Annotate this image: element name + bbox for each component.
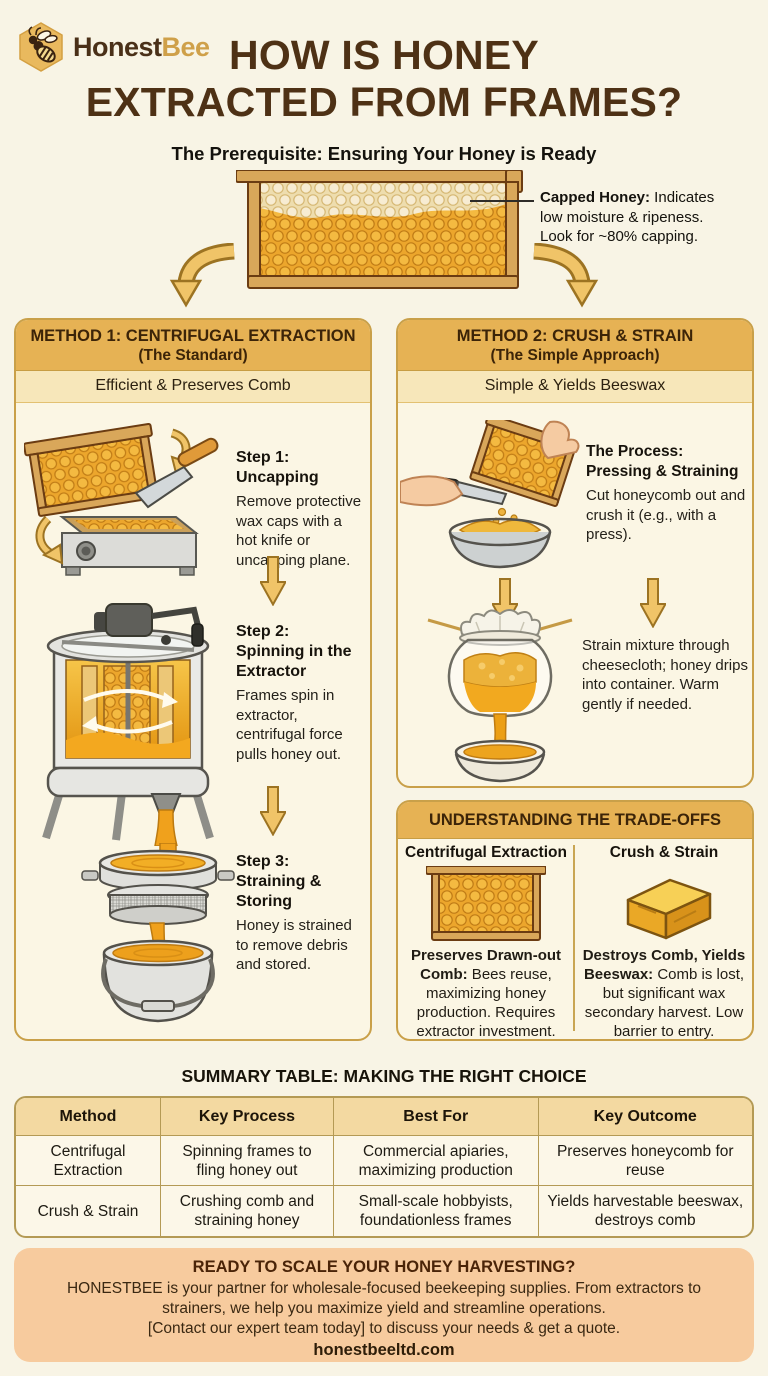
table-cell: Commercial apiaries, maximizing producti…	[333, 1136, 539, 1186]
table-header-cell: Best For	[333, 1098, 539, 1136]
table-cell: Centrifugal Extraction	[16, 1136, 161, 1186]
footer-cta-line: [Contact our expert team today] to discu…	[147, 1320, 621, 1337]
tradeoffs-header: UNDERSTANDING THE TRADE-OFFS	[398, 802, 752, 839]
callout-leader-line	[470, 200, 534, 202]
beeswax-block-icon	[626, 878, 712, 940]
prerequisite-heading: The Prerequisite: Ensuring Your Honey is…	[171, 143, 597, 164]
callout-lead: Capped Honey:	[540, 189, 651, 206]
block-arrow-down-icon	[640, 578, 666, 628]
method2-tagline: Simple & Yields Beeswax	[398, 371, 752, 403]
brand-name: HonestBee	[73, 32, 210, 63]
crush-comb-illustration	[400, 420, 580, 569]
table-cell: Crush & Strain	[16, 1186, 161, 1236]
method1-step2-text: Step 2: Spinning in the Extractor Frames…	[236, 622, 366, 764]
step-title: The Process: Pressing & Straining	[586, 443, 739, 480]
table-header-cell: Key Process	[160, 1098, 334, 1136]
table-header-cell: Method	[16, 1098, 161, 1136]
page-title: HOW IS HONEY EXTRACTED FROM FRAMES?	[0, 32, 768, 126]
brand-logo: HonestBee	[18, 22, 210, 72]
table-cell: Crushing comb and straining honey	[161, 1186, 334, 1236]
method1-step1-text: Step 1: Uncapping Remove protective wax …	[236, 448, 366, 570]
method2-title: METHOD 2: CRUSH & STRAIN	[456, 327, 694, 345]
tradeoffs-right-lead: Destroys Comb, Yields Beeswax:	[582, 947, 746, 983]
method2-step1-text: The Process: Pressing & Straining Cut ho…	[586, 442, 750, 545]
tradeoffs-right-heading: Crush & Strain	[609, 844, 719, 861]
table-cell: Yields harvestable beeswax, destroys com…	[547, 1193, 744, 1229]
summary-title: SUMMARY TABLE: MAKING THE RIGHT CHOICE	[181, 1066, 587, 1086]
brand-name-secondary: Bee	[161, 31, 211, 62]
step-body: Remove protective wax caps with a hot kn…	[236, 493, 362, 569]
tradeoffs-title: UNDERSTANDING THE TRADE-OFFS	[428, 811, 722, 829]
honeycomb-frame-icon	[426, 866, 546, 941]
strainer-bucket-illustration	[81, 843, 235, 1023]
tradeoffs-left-rest: Bees reuse, maximizing honey production.…	[416, 966, 556, 1040]
footer-website: honestbeeltd.com	[313, 1341, 455, 1359]
step-body: Strain mixture through cheesecloth; hone…	[582, 637, 748, 713]
table-header-cell: Key Outcome	[538, 1098, 752, 1136]
step-title: Step 3: Straining & Storing	[236, 853, 322, 910]
table-cell: Spinning frames to fling honey out	[160, 1136, 334, 1186]
method2-step2-text: Strain mixture through cheesecloth; hone…	[582, 636, 750, 714]
capped-honey-frame-illustration	[236, 170, 523, 289]
tradeoffs-divider	[573, 845, 575, 1031]
callout-rest: Indicates low moisture & ripeness. Look …	[540, 189, 715, 245]
step-title: Step 2: Spinning in the Extractor	[236, 623, 352, 680]
tradeoffs-left-heading: Centrifugal Extraction	[405, 844, 567, 861]
uncapping-illustration	[24, 422, 219, 576]
method2-header: METHOD 2: CRUSH & STRAIN (The Simple App…	[398, 320, 752, 371]
table-cell: Preserves honeycomb for reuse	[538, 1136, 752, 1186]
page-title-line1: HOW IS HONEY	[229, 32, 539, 78]
cheesecloth-strain-illustration	[427, 609, 573, 783]
small-curved-arrow-icon	[35, 515, 64, 565]
curved-arrow-left-icon	[169, 243, 235, 308]
method1-title: METHOD 1: CENTRIFUGAL EXTRACTION	[30, 327, 356, 345]
bee-hexagon-icon	[19, 22, 63, 72]
method1-step3-text: Step 3: Straining & Storing Honey is str…	[236, 852, 366, 975]
extractor-illustration	[42, 603, 214, 846]
footer-heading: READY TO SCALE YOUR HONEY HARVESTING?	[192, 1258, 576, 1276]
method2-panel: METHOD 2: CRUSH & STRAIN (The Simple App…	[396, 318, 754, 788]
page-title-line2: EXTRACTED FROM FRAMES?	[85, 79, 683, 125]
method1-subtitle: (The Standard)	[138, 347, 248, 364]
block-arrow-down-icon	[260, 556, 286, 606]
capped-honey-callout: Capped Honey: Indicates low moisture & r…	[540, 188, 726, 247]
table-cell: Small-scale hobbyists, foundationless fr…	[334, 1186, 539, 1236]
tradeoffs-right-text: Destroys Comb, Yields Beeswax: Comb is l…	[578, 946, 750, 1041]
footer-cta: READY TO SCALE YOUR HONEY HARVESTING? HO…	[14, 1248, 754, 1362]
method1-header: METHOD 1: CENTRIFUGAL EXTRACTION (The St…	[16, 320, 370, 371]
step-body: Frames spin in extractor, centrifugal fo…	[236, 687, 343, 763]
method1-tagline: Efficient & Preserves Comb	[16, 371, 370, 403]
tradeoffs-left-lead: Preserves Drawn-out Comb:	[410, 947, 562, 983]
step-body: Cut honeycomb out and crush it (e.g., wi…	[586, 487, 746, 543]
tradeoffs-right-rest: Comb is lost, but significant wax second…	[584, 966, 745, 1040]
curved-arrow-right-icon	[533, 243, 599, 308]
summary-table: Method Key Process Best For Key Outcome …	[14, 1096, 754, 1238]
block-arrow-down-icon	[260, 786, 286, 836]
brand-name-primary: Honest	[73, 31, 162, 62]
tradeoffs-left-text: Preserves Drawn-out Comb: Bees reuse, ma…	[400, 946, 572, 1041]
step-body: Honey is strained to remove debris and s…	[236, 917, 352, 973]
method2-subtitle: (The Simple Approach)	[490, 347, 660, 364]
step-title: Step 1: Uncapping	[236, 449, 319, 486]
footer-body: HONESTBEE is your partner for wholesale-…	[66, 1280, 702, 1317]
